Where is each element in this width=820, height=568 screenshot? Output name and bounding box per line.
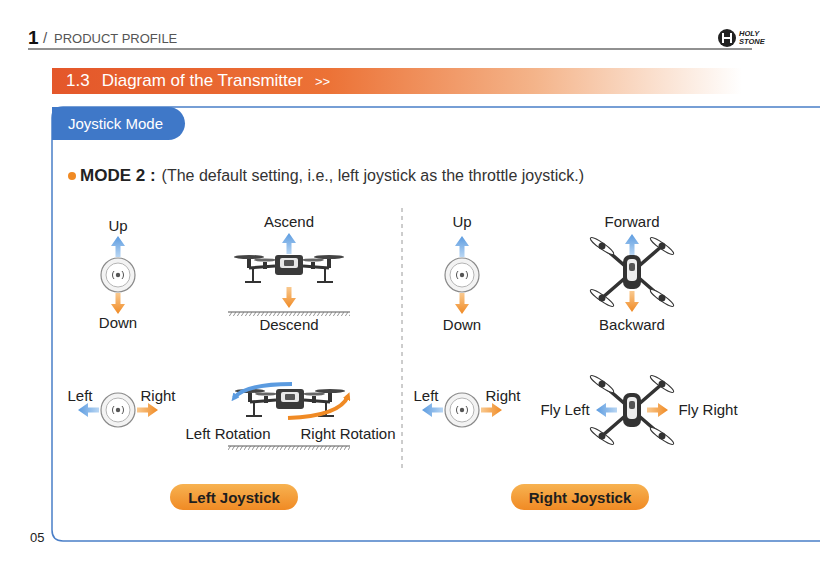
arrow-up: [111, 236, 125, 257]
logo-mark: [718, 29, 736, 47]
direction-label: Right: [140, 387, 175, 404]
mode-note: (The default setting, i.e., left joystic…: [162, 167, 584, 185]
arrow-right: [481, 403, 502, 417]
section-number: 1.3: [66, 71, 90, 91]
node-text: Left Joystick: [188, 489, 280, 506]
motion-label: Ascend: [264, 213, 314, 230]
motion-label: Left Rotation: [185, 425, 270, 442]
direction-label: Right: [485, 387, 520, 404]
arrow-up: [455, 236, 469, 257]
direction-label: Down: [99, 314, 137, 331]
section-title: Diagram of the Transmitter: [102, 71, 303, 91]
arrow-forward: [625, 234, 639, 255]
page-number: 05: [30, 531, 44, 546]
arrow-down: [111, 293, 125, 314]
logo-letter: [723, 33, 731, 43]
arrow-descend: [282, 287, 296, 308]
mode-name: MODE 2 :: [80, 166, 156, 186]
joystick-symbol: [101, 393, 135, 427]
motion-label: Right Rotation: [300, 425, 395, 442]
motion-label: Descend: [259, 316, 318, 333]
chapter-title: PRODUCT PROFILE: [54, 32, 177, 47]
rotation-arrow-right: [288, 396, 348, 418]
drone-top-view: [589, 374, 675, 447]
content-frame: [52, 107, 820, 541]
direction-label: Left: [413, 387, 438, 404]
arrow-fly-left: [596, 403, 617, 417]
chapter-number: 1: [28, 27, 39, 49]
direction-label: Left: [67, 387, 92, 404]
motion-label: Fly Left: [540, 401, 589, 418]
arrow-ascend: [282, 233, 296, 254]
mode-tab: Joystick Mode: [52, 107, 185, 140]
joystick-symbol: [445, 393, 479, 427]
separator: /: [43, 29, 47, 46]
drone-side-view: [234, 255, 344, 282]
ground-hatch: [228, 446, 350, 450]
arrow-fly-right: [647, 403, 668, 417]
chevron-mark: >>: [315, 74, 330, 89]
joystick-symbol: [445, 258, 479, 292]
direction-label: Up: [108, 217, 127, 234]
rotation-arrow-left: [234, 384, 292, 398]
header-rule: [28, 49, 752, 50]
logo-text: STONE: [739, 38, 765, 47]
divider: [402, 208, 403, 470]
joystick-pill: Right Joystick: [511, 484, 650, 510]
motion-label: Fly Right: [678, 401, 737, 418]
arrow-right: [137, 403, 158, 417]
node-text: Joystick Mode: [68, 115, 163, 132]
arrow-down: [455, 293, 469, 314]
section-band: 1.3 Diagram of the Transmitter >>: [52, 68, 742, 94]
arrow-left: [422, 403, 443, 417]
direction-label: Up: [452, 213, 471, 230]
direction-label: Down: [443, 316, 481, 333]
motion-label: Forward: [604, 213, 659, 230]
arrow-backward: [625, 291, 639, 312]
joystick-symbol: [101, 258, 135, 292]
ground-hatch: [228, 312, 350, 316]
motion-label: Backward: [599, 316, 665, 333]
bullet-dot: [68, 172, 76, 180]
arrow-left: [78, 403, 99, 417]
joystick-pill: Left Joystick: [170, 484, 298, 510]
node-text: Right Joystick: [529, 489, 632, 506]
